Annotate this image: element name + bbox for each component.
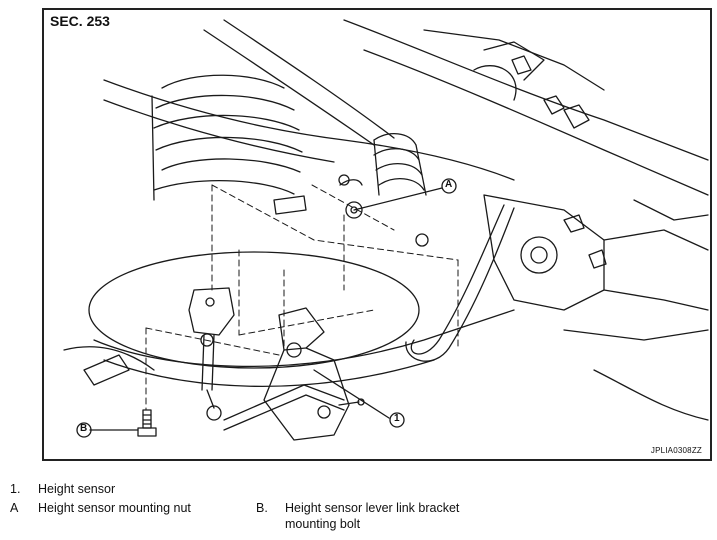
legend-label-1: Height sensor <box>38 482 116 496</box>
legend-label-b-line1: Height sensor lever link bracket <box>285 501 460 515</box>
callout-b-circle <box>76 422 92 438</box>
height-sensor-body <box>223 307 365 441</box>
callout-1-circle <box>389 412 405 428</box>
legend-key-1: 1. <box>10 482 21 496</box>
section-label: SEC. 253 <box>50 13 110 29</box>
dashed-guides <box>145 184 459 411</box>
shock-bellows <box>373 133 427 196</box>
diagram-frame: SEC. 253 <box>42 8 712 461</box>
legend-label-a: Height sensor mounting nut <box>38 501 191 515</box>
bracket-bolt-b-drawing <box>137 409 157 437</box>
lower-arm <box>88 251 420 369</box>
callout-a-text: A <box>445 179 453 190</box>
callout-1-text: 1 <box>394 413 400 424</box>
lever-link-bracket <box>188 287 235 421</box>
legend-key-b: B. <box>256 501 268 515</box>
leader-a <box>353 187 443 211</box>
stabilizer-tube <box>410 204 505 355</box>
knuckle <box>483 194 605 311</box>
callout-a-circle <box>441 178 457 194</box>
figure-code: JPLIA0308ZZ <box>650 446 702 455</box>
suspension-drawing <box>63 19 709 441</box>
body-frame-outline <box>343 19 709 161</box>
body-frame-outline-lower <box>363 49 709 196</box>
callout-b-text: B <box>80 423 88 434</box>
leader-1 <box>313 369 390 419</box>
upper-arm <box>103 79 515 181</box>
legend-label-b-line2: mounting bolt <box>285 517 361 531</box>
legend-key-a: A <box>10 501 19 515</box>
